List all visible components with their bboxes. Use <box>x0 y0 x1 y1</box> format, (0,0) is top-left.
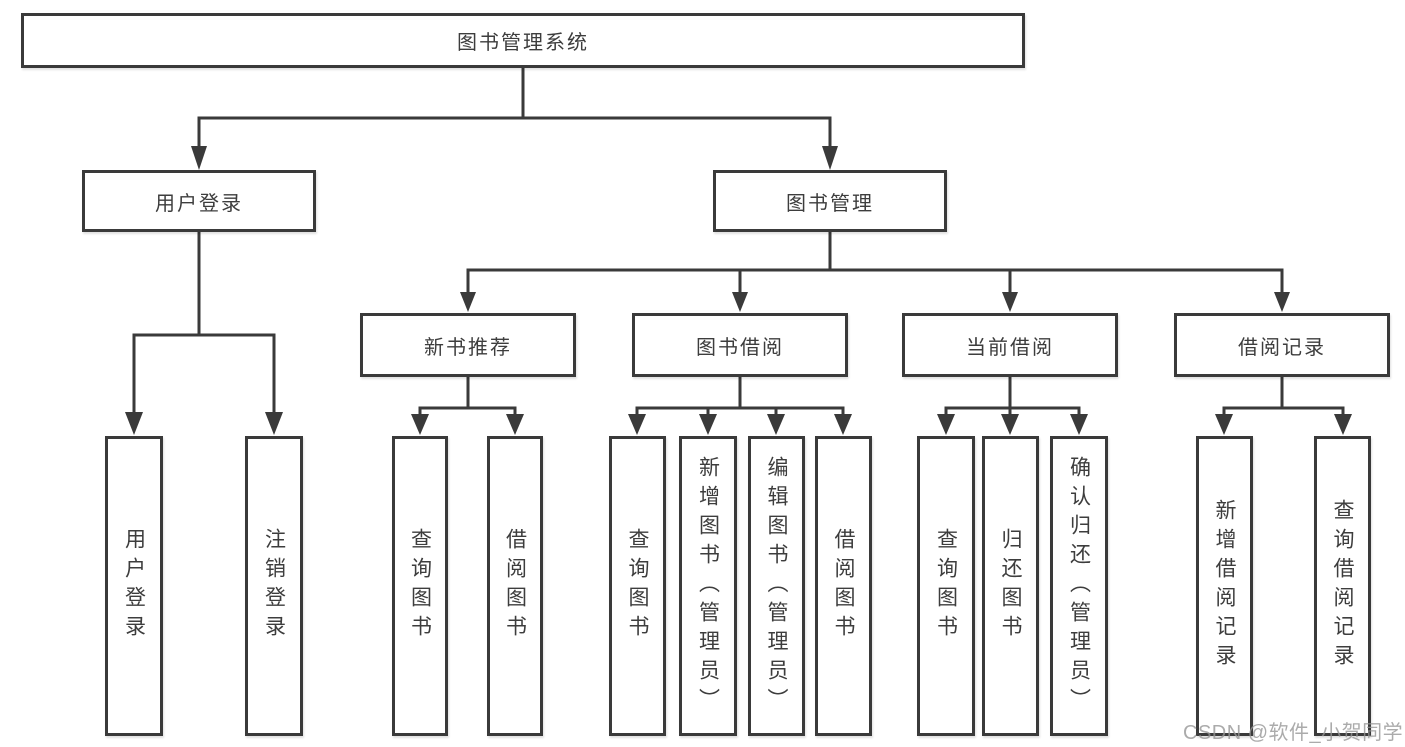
node-label: 编辑图书（管理员） <box>765 455 789 717</box>
leaf-add-borrow-record: 新增借阅记录 <box>1196 436 1253 736</box>
node-label: 查询借阅记录 <box>1331 499 1355 673</box>
csdn-watermark: CSDN @软件_小贺同学 <box>1183 722 1404 744</box>
leaf-return-books: 归还图书 <box>982 436 1039 736</box>
node-label: 注销登录 <box>262 528 286 644</box>
leaf-logout: 注销登录 <box>245 436 303 736</box>
node-new-book-recommendation: 新书推荐 <box>360 313 576 377</box>
node-label: 借阅图书 <box>832 528 856 644</box>
node-label: 图书管理系统 <box>457 32 589 54</box>
leaf-confirm-return-admin: 确认归还（管理员） <box>1050 436 1108 736</box>
node-label: 新增图书（管理员） <box>696 455 720 717</box>
node-label: 借阅记录 <box>1238 336 1326 359</box>
leaf-edit-books-admin: 编辑图书（管理员） <box>748 436 805 736</box>
node-book-management: 图书管理 <box>713 170 947 232</box>
node-label: 用户登录 <box>155 192 243 215</box>
node-label: 新增借阅记录 <box>1213 499 1237 673</box>
node-label: 确认归还（管理员） <box>1067 455 1091 717</box>
node-user-login: 用户登录 <box>82 170 316 232</box>
node-label: 借阅图书 <box>503 528 527 644</box>
leaf-borrow-books: 借阅图书 <box>815 436 872 736</box>
node-label: 查询图书 <box>934 528 958 644</box>
node-label: 归还图书 <box>999 528 1023 644</box>
node-borrowing-records: 借阅记录 <box>1174 313 1390 377</box>
node-library-management-system: 图书管理系统 <box>21 13 1025 68</box>
node-label: 图书管理 <box>786 192 874 215</box>
leaf-query-books-recommend: 查询图书 <box>392 436 448 736</box>
leaf-query-books-borrow: 查询图书 <box>609 436 666 736</box>
leaf-query-borrow-record: 查询借阅记录 <box>1314 436 1371 736</box>
node-current-borrowing: 当前借阅 <box>902 313 1118 377</box>
node-label: 新书推荐 <box>424 336 512 359</box>
node-label: 当前借阅 <box>966 336 1054 359</box>
node-label: 用户登录 <box>122 528 146 644</box>
leaf-add-books-admin: 新增图书（管理员） <box>679 436 737 736</box>
leaf-borrow-books-recommend: 借阅图书 <box>487 436 543 736</box>
leaf-user-login: 用户登录 <box>105 436 163 736</box>
node-label: 查询图书 <box>408 528 432 644</box>
leaf-query-books-current: 查询图书 <box>917 436 975 736</box>
node-book-borrowing: 图书借阅 <box>632 313 848 377</box>
node-label: 图书借阅 <box>696 336 784 359</box>
node-label: 查询图书 <box>626 528 650 644</box>
